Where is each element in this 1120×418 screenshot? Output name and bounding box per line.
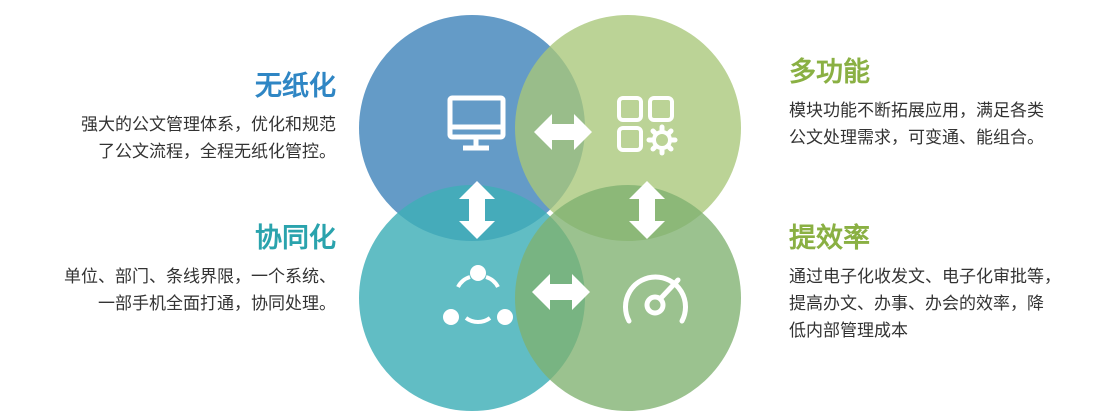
description-line: 提高办文、办事、办会的效率，降 (789, 294, 1044, 314)
double-arrow-horizontal-top-icon (534, 114, 592, 150)
double-arrow-vertical-left-icon (459, 181, 495, 239)
description-line: 公文处理需求，可变通、能组合。 (789, 128, 1044, 148)
feature-multifunction: 多功能 模块功能不断拓展应用，满足各类 公文处理需求，可变通、能组合。 (789, 56, 1109, 152)
feature-description-multifunction: 模块功能不断拓展应用，满足各类 公文处理需求，可变通、能组合。 (789, 98, 1109, 152)
apps-gear-icon (617, 96, 678, 156)
feature-title-paperless: 无纸化 (255, 71, 336, 102)
feature-collaborative: 协同化 单位、部门、条线界限，一个系统、 一部手机全面打通，协同处理。 (0, 222, 336, 318)
speedometer-icon (623, 274, 688, 324)
share-nodes-icon (443, 265, 513, 325)
feature-description-efficiency: 通过电子化收发文、电子化审批等， 提高办文、办事、办会的效率，降 低内部管理成本 (789, 264, 1109, 345)
feature-description-collaborative: 单位、部门、条线界限，一个系统、 一部手机全面打通，协同处理。 (0, 264, 336, 318)
description-line: 通过电子化收发文、电子化审批等， (789, 267, 1061, 287)
feature-efficiency: 提效率 通过电子化收发文、电子化审批等， 提高办文、办事、办会的效率，降 低内部… (789, 222, 1109, 345)
description-line: 低内部管理成本 (789, 321, 908, 341)
feature-title-collaborative: 协同化 (255, 223, 336, 254)
feature-paperless: 无纸化 强大的公文管理体系，优化和规范 了公文流程，全程无纸化管控。 (0, 70, 336, 166)
description-line: 了公文流程，全程无纸化管控。 (98, 142, 336, 162)
description-line: 模块功能不断拓展应用，满足各类 (789, 101, 1044, 121)
description-line: 强大的公文管理体系，优化和规范 (81, 115, 336, 135)
double-arrow-horizontal-bottom-icon (532, 274, 590, 310)
feature-title-multifunction: 多功能 (789, 57, 870, 88)
feature-title-efficiency: 提效率 (789, 223, 870, 254)
double-arrow-vertical-right-icon (629, 181, 665, 239)
circle-bottom-left (359, 185, 585, 411)
description-line: 单位、部门、条线界限，一个系统、 (64, 267, 336, 287)
description-line: 一部手机全面打通，协同处理。 (98, 294, 336, 314)
monitor-icon (447, 95, 506, 151)
feature-description-paperless: 强大的公文管理体系，优化和规范 了公文流程，全程无纸化管控。 (0, 112, 336, 166)
